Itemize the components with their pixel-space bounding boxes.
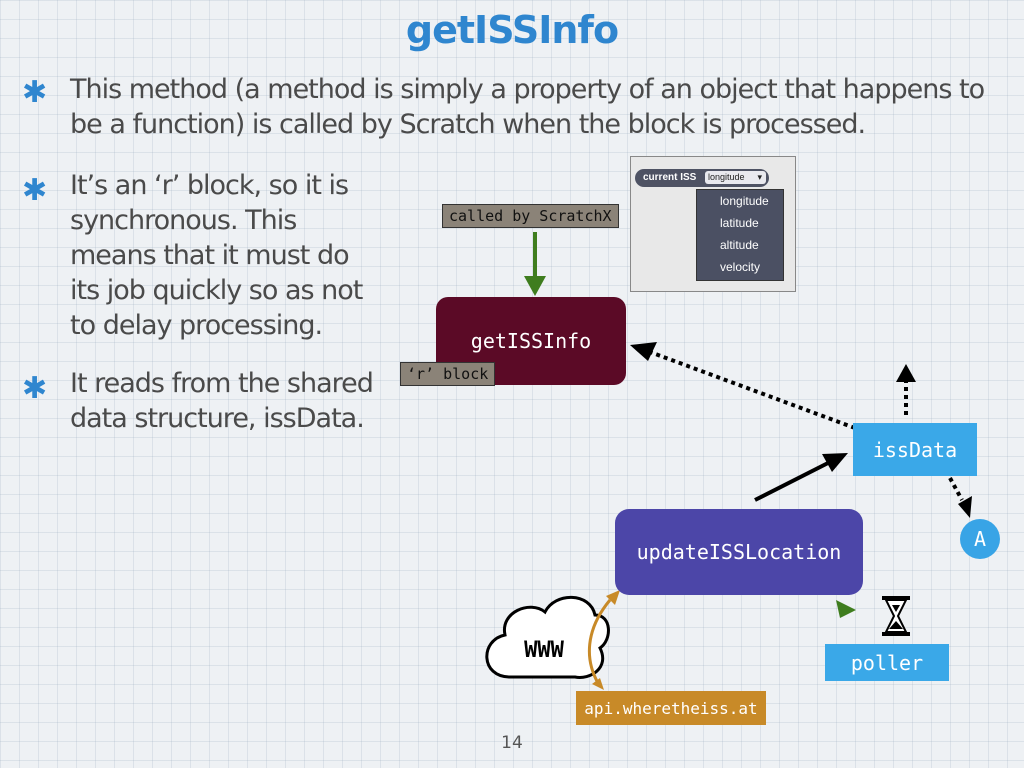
bullet-1-line-2: be a function) is called by Scratch when…: [70, 109, 866, 140]
issdata-box: issData: [853, 423, 977, 476]
bullet-2-line-3: means that it must do: [70, 240, 350, 271]
gold-arrowhead-top: [606, 590, 620, 605]
called-by-tag: called by ScratchX: [442, 204, 619, 228]
bullet-2-line-1: It’s an ‘r’ block, so it is: [70, 170, 349, 201]
www-cloud-label: WWW: [524, 637, 564, 663]
bullet-1: This method (a method is simply a proper…: [70, 72, 1010, 142]
gold-curved-arrow: [587, 599, 612, 684]
hourglass-icon: [880, 595, 912, 637]
bullet-marker: ✱: [22, 75, 48, 110]
bullet-2: It’s an ‘r’ block, so it is synchronous.…: [70, 168, 410, 343]
solid-arrow-to-issdata: [754, 460, 831, 502]
poller-box: poller: [825, 644, 949, 681]
reporter-label: current ISS: [643, 172, 697, 183]
issdata-label: issData: [872, 437, 958, 462]
connector-circle: A: [960, 519, 1000, 559]
www-cloud-shape: [485, 595, 610, 679]
menu-option-velocity[interactable]: velocity: [720, 260, 761, 274]
bullet-3-line-1: It reads from the shared: [70, 368, 374, 399]
bullet-3-line-2: data structure, issData.: [70, 403, 365, 434]
reporter-dropdown-menu: longitude latitude altitude velocity: [696, 189, 784, 281]
poller-label: poller: [850, 650, 924, 675]
reporter-dropdown[interactable]: longitude ▾: [705, 171, 766, 184]
page-number: 14: [501, 733, 523, 753]
menu-option-altitude[interactable]: altitude: [720, 238, 759, 252]
dotted-arrow-to-getissinfo: [649, 350, 856, 430]
scratch-block-screenshot: current ISS longitude ▾ longitude latitu…: [630, 156, 796, 292]
solid-arrowhead: [822, 453, 848, 472]
dotted-arrowhead-up: [896, 364, 916, 382]
green-arrowhead: [524, 276, 546, 296]
dotted-arrow-to-connector: [948, 477, 964, 501]
bullet-2-line-5: to delay processing.: [70, 310, 323, 341]
chevron-down-icon: ▾: [757, 172, 762, 182]
api-label: api.wheretheiss.at: [584, 698, 758, 718]
bullet-2-line-4: its job quickly so as not: [70, 275, 363, 306]
dotted-arrowhead: [630, 342, 657, 361]
update-iss-location-label: updateISSLocation: [636, 540, 842, 564]
bullet-1-line-1: This method (a method is simply a proper…: [70, 74, 985, 105]
scratch-reporter-block: current ISS longitude ▾: [635, 169, 769, 187]
menu-option-longitude[interactable]: longitude: [720, 194, 769, 208]
bullet-marker: ✱: [22, 173, 48, 208]
bullet-2-line-2: synchronous. This: [70, 205, 297, 236]
slide-title: getISSInfo: [405, 8, 619, 52]
update-iss-location-box: updateISSLocation: [615, 509, 863, 595]
gold-arrowhead-bottom: [592, 678, 604, 690]
r-block-tag: ‘r’ block: [400, 362, 496, 386]
bullet-3: It reads from the shared data structure,…: [70, 366, 410, 436]
menu-option-latitude[interactable]: latitude: [720, 216, 759, 230]
api-box: api.wheretheiss.at: [576, 691, 766, 725]
poller-trigger-arrow: [836, 600, 856, 618]
dotted-arrowhead-down: [958, 496, 972, 518]
getissinfo-label: getISSInfo: [470, 329, 592, 353]
bullet-marker: ✱: [22, 371, 48, 406]
reporter-selected-value: longitude: [708, 172, 745, 182]
